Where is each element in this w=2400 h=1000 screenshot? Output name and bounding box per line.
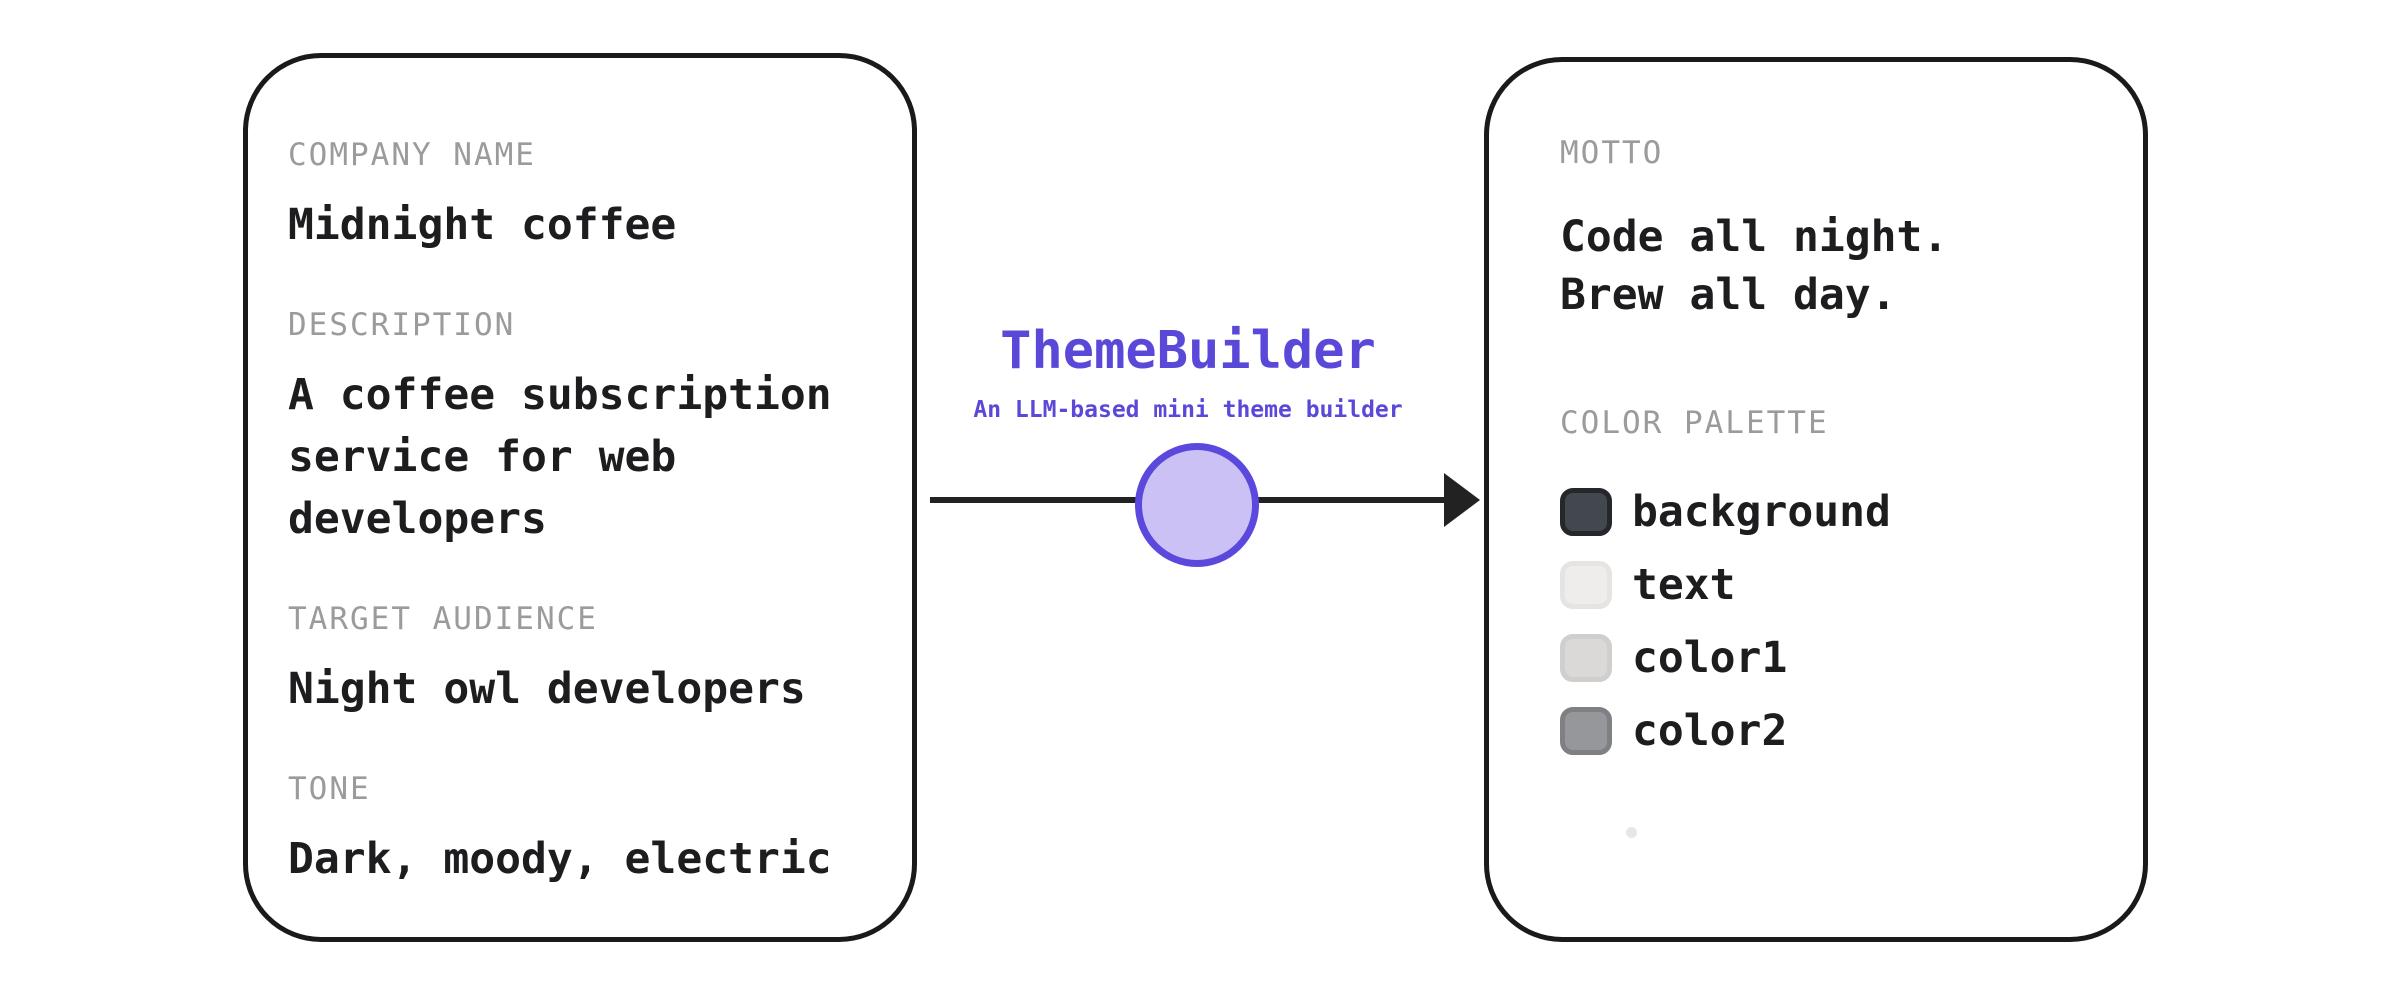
field-value: A coffee subscription service for web de…	[288, 370, 832, 544]
field-value: Night owl developers	[288, 664, 806, 714]
output-card: MOTTO Code all night. Brew all day. COLO…	[1484, 57, 2148, 942]
field-tone: TONE Dark, moody, electric	[288, 770, 870, 890]
motto-line: Code all night.	[1560, 212, 1949, 262]
field-target-audience: TARGET AUDIENCE Night owl developers	[288, 600, 870, 720]
themebuilder-title: ThemeBuilder	[1000, 321, 1376, 381]
swatch-text	[1560, 561, 1612, 609]
themebuilder-subtitle: An LLM-based mini theme builder	[973, 397, 1403, 423]
flow-arrow-head-icon	[1444, 473, 1480, 527]
palette-label: COLOR PALETTE	[1560, 405, 1829, 441]
swatch-color2	[1560, 707, 1612, 755]
palette-name: color2	[1632, 706, 1788, 756]
field-value: Midnight coffee	[288, 200, 677, 250]
palette-row: text	[1560, 561, 2107, 609]
palette-row: color2	[1560, 707, 2107, 755]
field-label: DESCRIPTION	[288, 307, 516, 343]
field-label: COMPANY NAME	[288, 137, 536, 173]
palette-name: text	[1632, 560, 1736, 610]
stray-dot-decoration	[1626, 827, 1637, 838]
palette-section: COLOR PALETTE background text color1 col…	[1560, 404, 2107, 755]
palette-row: background	[1560, 488, 2107, 536]
motto-line: Brew all day.	[1560, 270, 1897, 320]
field-value: Dark, moody, electric	[288, 834, 832, 884]
field-description: DESCRIPTION A coffee subscription servic…	[288, 306, 870, 550]
palette-row: color1	[1560, 634, 2107, 682]
field-label: TARGET AUDIENCE	[288, 601, 598, 637]
input-card: COMPANY NAME Midnight coffee DESCRIPTION…	[243, 53, 917, 942]
field-label: TONE	[288, 771, 371, 807]
motto-section: MOTTO Code all night. Brew all day.	[1560, 134, 2107, 324]
swatch-color1	[1560, 634, 1612, 682]
swatch-background	[1560, 488, 1612, 536]
palette-name: background	[1632, 487, 1891, 537]
llm-node-circle	[1135, 443, 1259, 567]
motto-label: MOTTO	[1560, 135, 1664, 171]
palette-name: color1	[1632, 633, 1788, 683]
field-company-name: COMPANY NAME Midnight coffee	[288, 136, 870, 256]
